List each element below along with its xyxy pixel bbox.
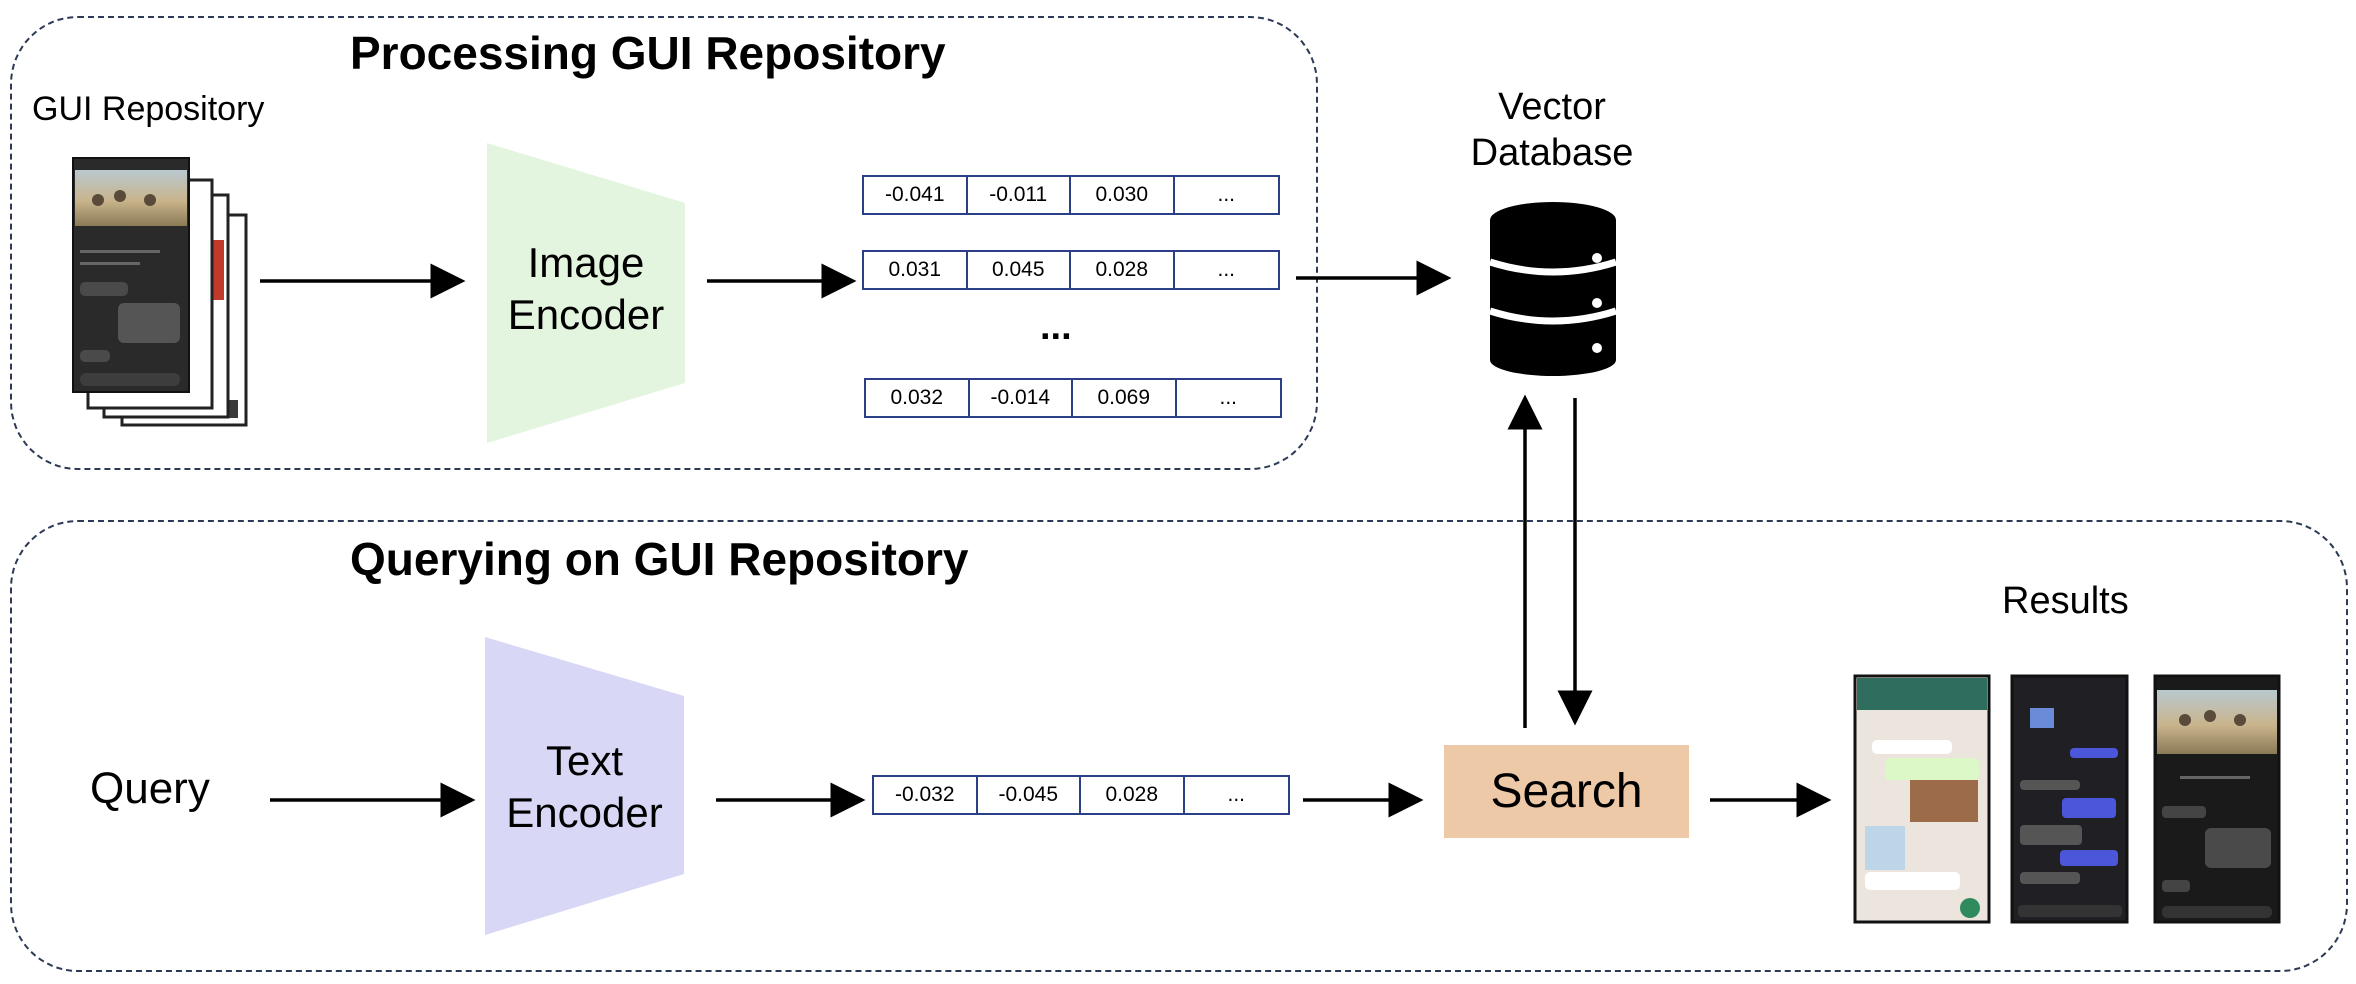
- querying-title: Querying on GUI Repository: [350, 533, 969, 585]
- text-encoder-label-line2: Encoder: [506, 789, 663, 836]
- result-screenshot-3: [2153, 674, 2281, 924]
- vector-ellipsis: ...: [1040, 306, 1072, 348]
- embedding-vector-1: -0.041 -0.011 0.030 ...: [862, 175, 1280, 215]
- vector-cell: ...: [1227, 783, 1245, 806]
- vector-cell: 0.028: [1081, 777, 1185, 813]
- vector-cell: -0.014: [970, 380, 1073, 416]
- querying-section: [10, 520, 2348, 972]
- processing-section: [10, 16, 1318, 470]
- image-encoder-shape: [487, 143, 685, 443]
- vector-database-label: Vector Database: [1440, 84, 1664, 176]
- vector-cell: ...: [1219, 386, 1237, 409]
- embedding-vector-2: 0.031 0.045 0.028 ...: [862, 250, 1280, 290]
- vector-cell: ...: [1217, 258, 1235, 281]
- vector-cell: -0.041: [864, 177, 968, 213]
- gui-repository-label: GUI Repository: [32, 90, 265, 128]
- vector-cell: 0.045: [968, 252, 1071, 288]
- query-label: Query: [90, 764, 210, 813]
- image-encoder-label-line2: Encoder: [507, 291, 665, 338]
- gui-repository-stack: [72, 157, 248, 427]
- embedding-vector-3: 0.032 -0.014 0.069 ...: [864, 378, 1282, 418]
- vector-cell: 0.030: [1071, 177, 1175, 213]
- database-icon: [1488, 202, 1618, 376]
- vector-cell: 0.028: [1071, 252, 1175, 288]
- search-box: Search: [1444, 745, 1689, 838]
- image-encoder-label: Image Encoder: [487, 237, 685, 341]
- vector-cell: -0.045: [978, 777, 1081, 813]
- search-label: Search: [1490, 765, 1643, 818]
- text-encoder-label: Text Encoder: [485, 735, 684, 839]
- vector-cell: 0.031: [864, 252, 968, 288]
- vector-database-label-line1: Vector: [1498, 86, 1606, 128]
- results-label: Results: [2002, 580, 2129, 622]
- vector-cell: -0.032: [874, 777, 978, 813]
- text-encoder-label-line1: Text: [545, 737, 624, 784]
- vector-cell: -0.011: [968, 177, 1071, 213]
- vector-cell: ...: [1217, 183, 1235, 206]
- vector-cell: 0.032: [866, 380, 970, 416]
- result-screenshot-1: [1853, 674, 1991, 924]
- flow-arrows: [260, 260, 1832, 818]
- query-embedding-vector: -0.032 -0.045 0.028 ...: [872, 775, 1290, 815]
- result-screenshot-2: [2010, 674, 2129, 924]
- image-encoder-label-line1: Image: [527, 239, 645, 286]
- processing-title: Processing GUI Repository: [350, 27, 946, 79]
- vector-cell: 0.069: [1073, 380, 1177, 416]
- vector-database-label-line2: Database: [1470, 132, 1634, 174]
- text-encoder-shape: [485, 637, 684, 935]
